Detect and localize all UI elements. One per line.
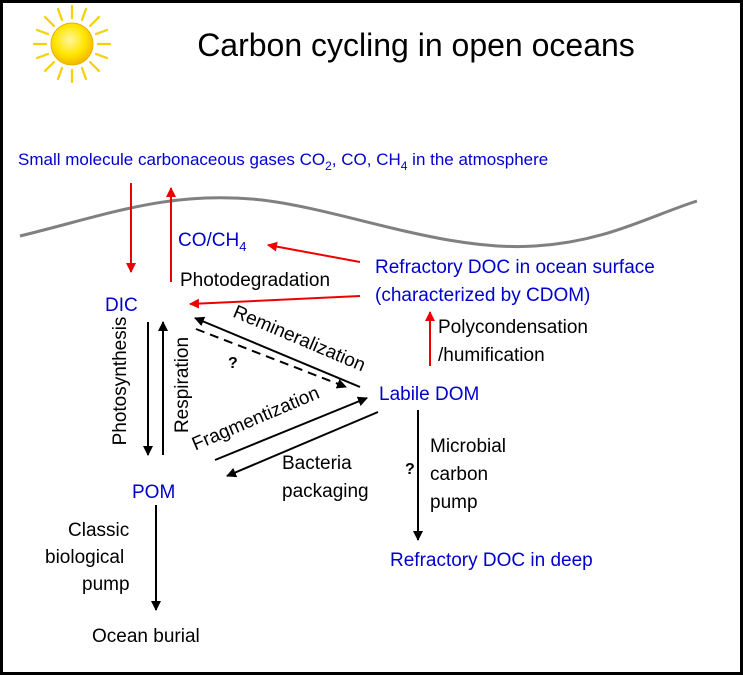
arrow-remineralization [194, 316, 361, 388]
label-classic-line1: Classic [68, 520, 129, 541]
node-refractory-surface-line1: Refractory DOC in ocean surface [375, 257, 655, 278]
node-labile-dom: Labile DOM [379, 384, 479, 405]
sun-icon [32, 4, 112, 84]
node-pom: POM [132, 482, 175, 503]
node-refractory-surface-line2: (characterized by CDOM) [375, 285, 590, 306]
atmosphere-label: Small molecule carbonaceous gases CO2, C… [18, 150, 548, 173]
node-refractory-deep: Refractory DOC in deep [390, 550, 593, 571]
red-arrows [126, 183, 435, 366]
arrow-refractory-to-coch4 [267, 241, 361, 263]
label-microbial-line2: carbon [430, 464, 488, 485]
label-question-dashed: ? [228, 355, 238, 372]
sea-surface-line [19, 196, 698, 249]
label-polycondensation-line2: /humification [438, 345, 545, 366]
node-co-ch4: CO/CH4 [178, 230, 246, 254]
label-bacteria-line1: Bacteria [282, 453, 352, 474]
node-dic: DIC [105, 295, 138, 316]
arrow-fragmentization [214, 396, 368, 461]
node-ocean-burial: Ocean burial [92, 626, 200, 647]
diagram-title: Carbon cycling in open oceans [197, 27, 635, 63]
arrow-refractory-to-dic [189, 295, 361, 309]
label-polycondensation-line1: Polycondensation [438, 317, 588, 338]
black-arrows [143, 316, 423, 611]
label-respiration: Respiration [172, 337, 193, 433]
label-microbial-line1: Microbial [430, 436, 506, 457]
label-bacteria-line2: packaging [282, 481, 369, 502]
label-classic-line2: biological [45, 547, 124, 568]
label-microbial-line3: pump [430, 492, 478, 513]
arrow-dashed-dic-to-labile [195, 328, 347, 389]
label-photosynthesis: Photosynthesis [110, 317, 131, 446]
label-photodegradation: Photodegradation [180, 270, 330, 291]
label-classic-line3: pump [82, 574, 130, 595]
arrow-bacteria-packaging [226, 411, 379, 478]
label-question-deep: ? [405, 461, 415, 478]
